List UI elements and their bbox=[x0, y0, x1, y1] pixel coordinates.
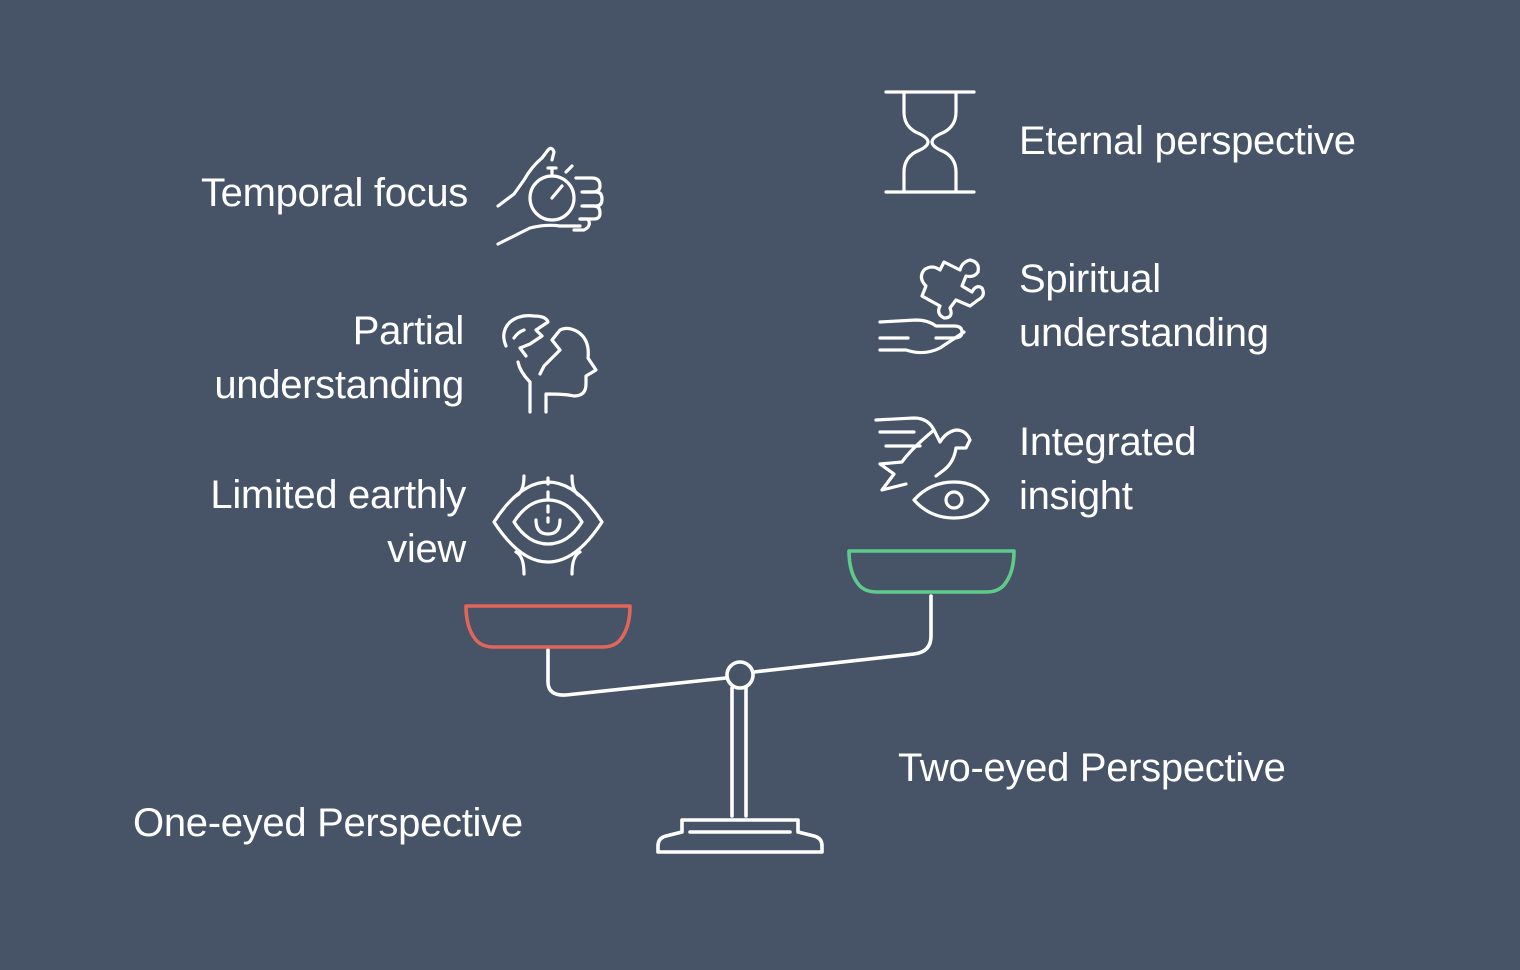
dove-eye-icon bbox=[874, 416, 990, 520]
right-pan bbox=[847, 549, 1016, 594]
label-spiritual-understanding: Spiritual understanding bbox=[1019, 257, 1269, 355]
label-limited-earthly-view: Limited earthly view bbox=[210, 473, 466, 571]
title-two-eyed-perspective: Two-eyed Perspective bbox=[898, 746, 1286, 790]
eye-icon bbox=[492, 474, 604, 576]
scale-pivot bbox=[725, 660, 755, 690]
broken-head-icon bbox=[502, 314, 598, 414]
title-one-eyed-perspective: One-eyed Perspective bbox=[133, 801, 523, 845]
hand-stopwatch-icon bbox=[496, 146, 604, 246]
scale-beam bbox=[546, 648, 728, 697]
scale-beam-right bbox=[752, 594, 933, 674]
hand-puzzle-icon bbox=[878, 258, 985, 355]
label-eternal-perspective: Eternal perspective bbox=[1019, 119, 1356, 163]
scale-base bbox=[656, 818, 824, 854]
label-integrated-insight: Integrated insight bbox=[1019, 420, 1197, 518]
label-temporal-focus: Temporal focus bbox=[200, 171, 468, 215]
hourglass-icon bbox=[884, 90, 976, 194]
balance-scale-icon bbox=[464, 549, 1016, 854]
label-partial-understanding: Partial understanding bbox=[214, 309, 464, 407]
left-pan bbox=[464, 604, 632, 649]
